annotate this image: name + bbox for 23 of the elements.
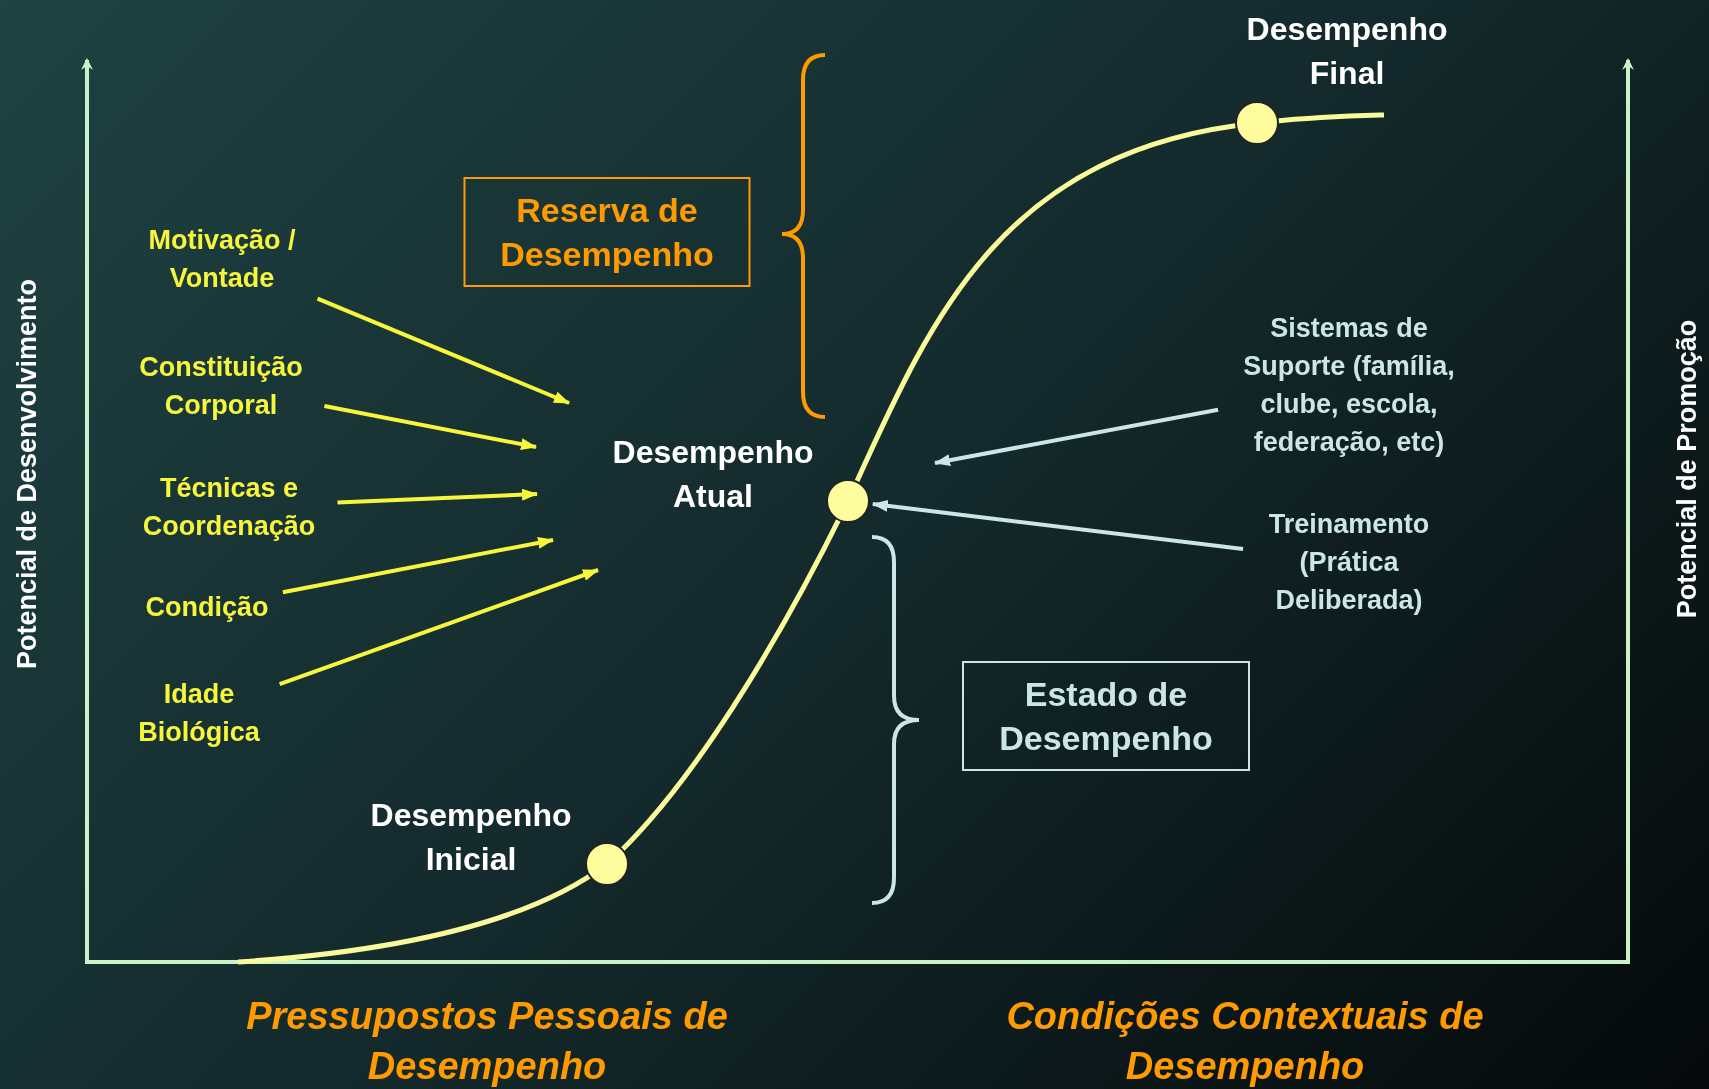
factor-label: Motivação / Vontade xyxy=(132,221,312,297)
arrow xyxy=(337,488,538,505)
reserve-box: Reserva de Desempenho xyxy=(463,177,751,287)
point-label: Desempenho Atual xyxy=(611,433,815,516)
arrow xyxy=(871,499,1244,552)
arrow xyxy=(278,568,599,686)
factor-label: Condição xyxy=(137,588,277,626)
axis-title: Potencial de Promoção xyxy=(1670,318,1703,621)
context-label: Sistemas de Suporte (família, clube, escola, federação, etc) xyxy=(1224,309,1474,461)
axis-title: Potencial de Desenvolvimento xyxy=(10,277,43,672)
arrow xyxy=(324,404,537,451)
axis-caption: Pressupostos Pessoais de Desempenho xyxy=(245,994,729,1089)
state-box: Estado de Desempenho xyxy=(962,661,1250,771)
factor-label: Técnicas e Coordenação xyxy=(126,469,332,545)
context-label: Treinamento (Prática Deliberada) xyxy=(1249,505,1449,619)
axis-caption: Condições Contextuais de Desempenho xyxy=(1005,994,1485,1089)
factor-label: Constituição Corporal xyxy=(123,348,319,424)
point-label: Desempenho Final xyxy=(1245,10,1449,93)
arrow xyxy=(934,407,1219,467)
arrow xyxy=(316,296,570,405)
point-label: Desempenho Inicial xyxy=(369,796,573,879)
factor-label: Idade Biológica xyxy=(124,675,274,751)
arrow xyxy=(282,536,554,595)
